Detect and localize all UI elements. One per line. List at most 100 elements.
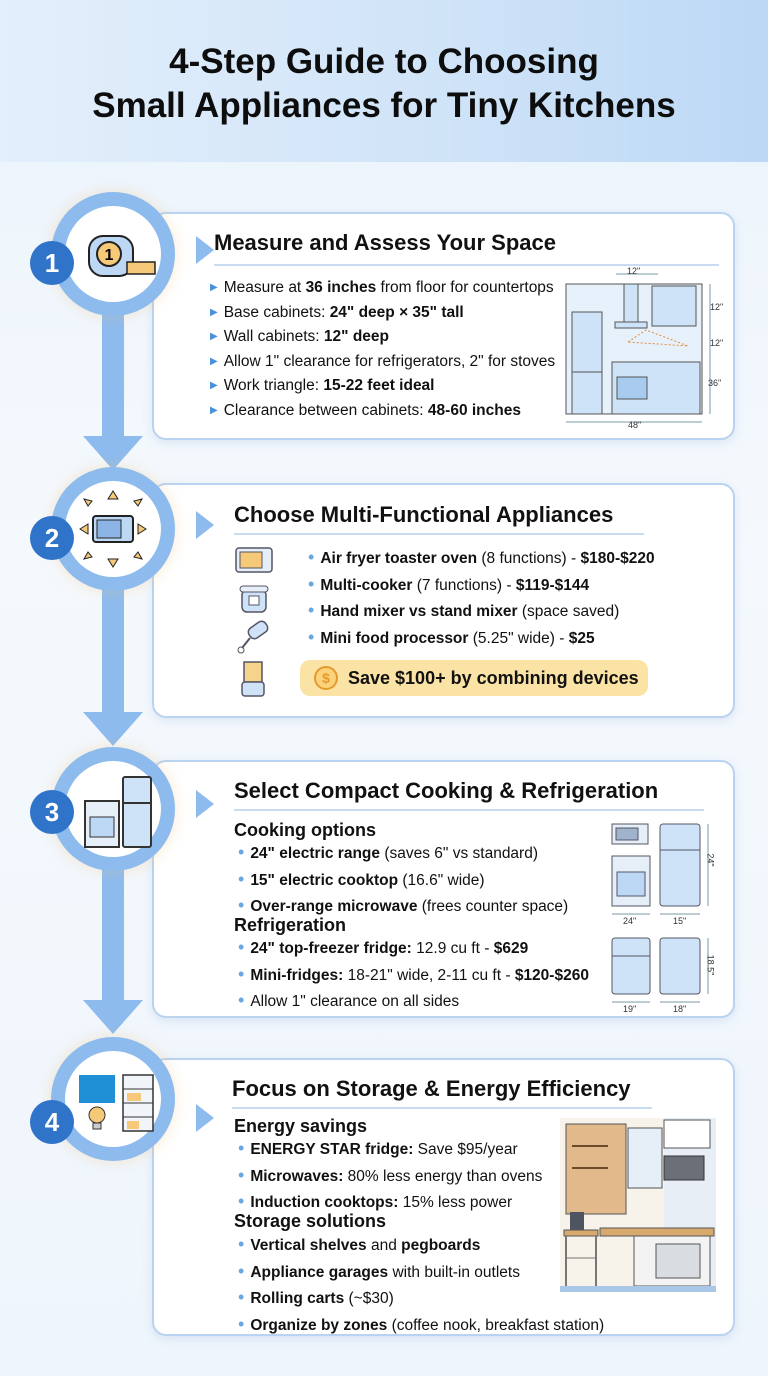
arrow-down-icon	[83, 436, 143, 470]
svg-text:1: 1	[105, 247, 114, 264]
text: 18-21" wide, 2-11 cu ft -	[343, 966, 515, 984]
divider	[234, 809, 704, 811]
appliance-size-diagram	[611, 823, 709, 1003]
connector-3-4	[102, 855, 124, 1005]
energy-star-shelf-icon	[79, 1074, 154, 1132]
divider	[234, 533, 644, 535]
storage-heading: Storage solutions	[234, 1211, 387, 1231]
bold-text: 15-22 feet ideal	[323, 377, 435, 394]
tape-measure-icon: 1	[88, 235, 156, 277]
bold-text: Rolling carts	[250, 1290, 345, 1307]
cooking-heading: Cooking options	[234, 820, 376, 840]
energy-heading: Energy savings	[234, 1116, 368, 1136]
text: Base cabinets:	[223, 303, 330, 321]
arrow-down-icon	[83, 1000, 143, 1034]
dim-label: 12"	[627, 266, 641, 276]
text: Allow 1" clearance for refrigerators, 2"…	[223, 352, 556, 370]
bold-text: Mini food processor	[320, 629, 469, 647]
bold-text: $629	[493, 940, 529, 957]
card-pointer	[196, 1104, 214, 1132]
hand-mixer-icon	[237, 620, 269, 654]
list-item: Hand mixer vs stand mixer (space saved)	[308, 598, 655, 625]
step-2-circle	[51, 467, 175, 591]
bold-text: pegboards	[401, 1237, 481, 1254]
list-item: Wall cabinets: 12" deep	[210, 325, 555, 350]
text: (saves 6" vs standard)	[380, 845, 538, 862]
text: (frees counter space)	[417, 898, 569, 915]
text: (16.6" wide)	[398, 871, 485, 889]
list-item: 15" electric cooktop (16.6" wide)	[238, 867, 568, 894]
dim-label: 18"	[673, 1004, 687, 1014]
text: 12.9 cu ft -	[411, 940, 494, 957]
tiny-kitchen-illustration	[560, 1118, 716, 1292]
text: (coffee nook, breakfast station)	[387, 1316, 605, 1334]
kitchen-layout-diagram	[565, 273, 711, 423]
cooking-list: 24" electric range (saves 6" vs standard…	[238, 840, 568, 920]
multi-cooker-icon	[239, 585, 269, 613]
dim-label: 24"	[623, 916, 637, 926]
list-item: Induction cooktops: 15% less power	[238, 1189, 542, 1216]
text: Clearance between cabinets:	[223, 401, 428, 419]
step-3-circle	[51, 747, 175, 871]
list-item: Mini food processor (5.25" wide) - $25	[308, 625, 655, 652]
bold-text: Over-range microwave	[250, 898, 418, 915]
text: (8 functions) -	[477, 550, 581, 567]
step-1-title: Measure and Assess Your Space	[214, 230, 556, 255]
step-1-list: Measure at 36 inches from floor for coun…	[210, 276, 555, 423]
bold-text: ENERGY STAR fridge:	[250, 1141, 414, 1158]
connector-1-2	[102, 300, 124, 440]
step-2-list: Air fryer toaster oven (8 functions) - $…	[308, 545, 655, 652]
bold-text: 24" electric range	[250, 845, 381, 862]
list-item: Allow 1" clearance on all sides	[238, 988, 589, 1015]
dim-label: 36"	[708, 378, 722, 388]
bold-text: Hand mixer vs stand mixer	[320, 603, 518, 620]
card-pointer	[196, 790, 214, 818]
text: (space saved)	[517, 603, 620, 620]
bold-text: Multi-cooker	[320, 576, 413, 594]
bold-text: $119-$144	[515, 576, 590, 594]
bold-text: Mini-fridges:	[250, 966, 344, 984]
text: (~$30)	[344, 1290, 394, 1307]
list-item: Allow 1" clearance for refrigerators, 2"…	[210, 350, 555, 375]
divider	[232, 1107, 652, 1109]
energy-list: ENERGY STAR fridge: Save $95/yearMicrowa…	[238, 1136, 542, 1216]
step-4-circle	[51, 1037, 175, 1161]
list-item: Vertical shelves and pegboards	[238, 1232, 604, 1259]
connector-2-3	[102, 575, 124, 715]
bold-text: $180-$220	[580, 550, 655, 567]
arrow-down-icon	[83, 712, 143, 746]
list-item: Work triangle: 15-22 feet ideal	[210, 374, 555, 399]
list-item: Base cabinets: 24" deep × 35" tall	[210, 301, 555, 326]
refrigeration-list: 24" top-freezer fridge: 12.9 cu ft - $62…	[238, 935, 589, 1015]
list-item: Rolling carts (~$30)	[238, 1285, 604, 1312]
bold-text: 12" deep	[323, 328, 389, 345]
list-item: Over-range microwave (frees counter spac…	[238, 893, 568, 920]
refrigeration-heading: Refrigeration	[234, 915, 347, 935]
divider	[214, 264, 719, 266]
bold-text: $25	[568, 629, 595, 647]
dim-label: 24"	[705, 853, 716, 867]
food-processor-icon	[241, 661, 265, 697]
step-3-badge: 3	[30, 790, 74, 834]
step-1-circle: 1	[51, 192, 175, 316]
bold-text: Organize by zones	[250, 1316, 388, 1334]
step-1-badge: 1	[30, 241, 74, 285]
list-item: Microwaves: 80% less energy than ovens	[238, 1163, 542, 1190]
header-banner	[0, 0, 768, 162]
title-line-1: 4-Step Guide to Choosing	[169, 42, 599, 81]
bold-text: 15" electric cooktop	[250, 871, 399, 889]
toaster-oven-icon	[235, 547, 273, 573]
text: Save $95/year	[413, 1141, 518, 1158]
text: with built-in outlets	[388, 1263, 520, 1281]
dim-label: 15"	[673, 916, 687, 926]
step-2-badge: 2	[30, 516, 74, 560]
text: Work triangle:	[223, 377, 324, 394]
bold-text: 24" top-freezer fridge:	[250, 940, 412, 957]
bold-text: Appliance garages	[250, 1263, 389, 1281]
title-line-2: Small Appliances for Tiny Kitchens	[92, 86, 676, 125]
step-4-badge: 4	[30, 1100, 74, 1144]
dim-label: 48"	[628, 420, 642, 430]
text: Measure at	[223, 279, 306, 296]
list-item: 24" electric range (saves 6" vs standard…	[238, 840, 568, 867]
